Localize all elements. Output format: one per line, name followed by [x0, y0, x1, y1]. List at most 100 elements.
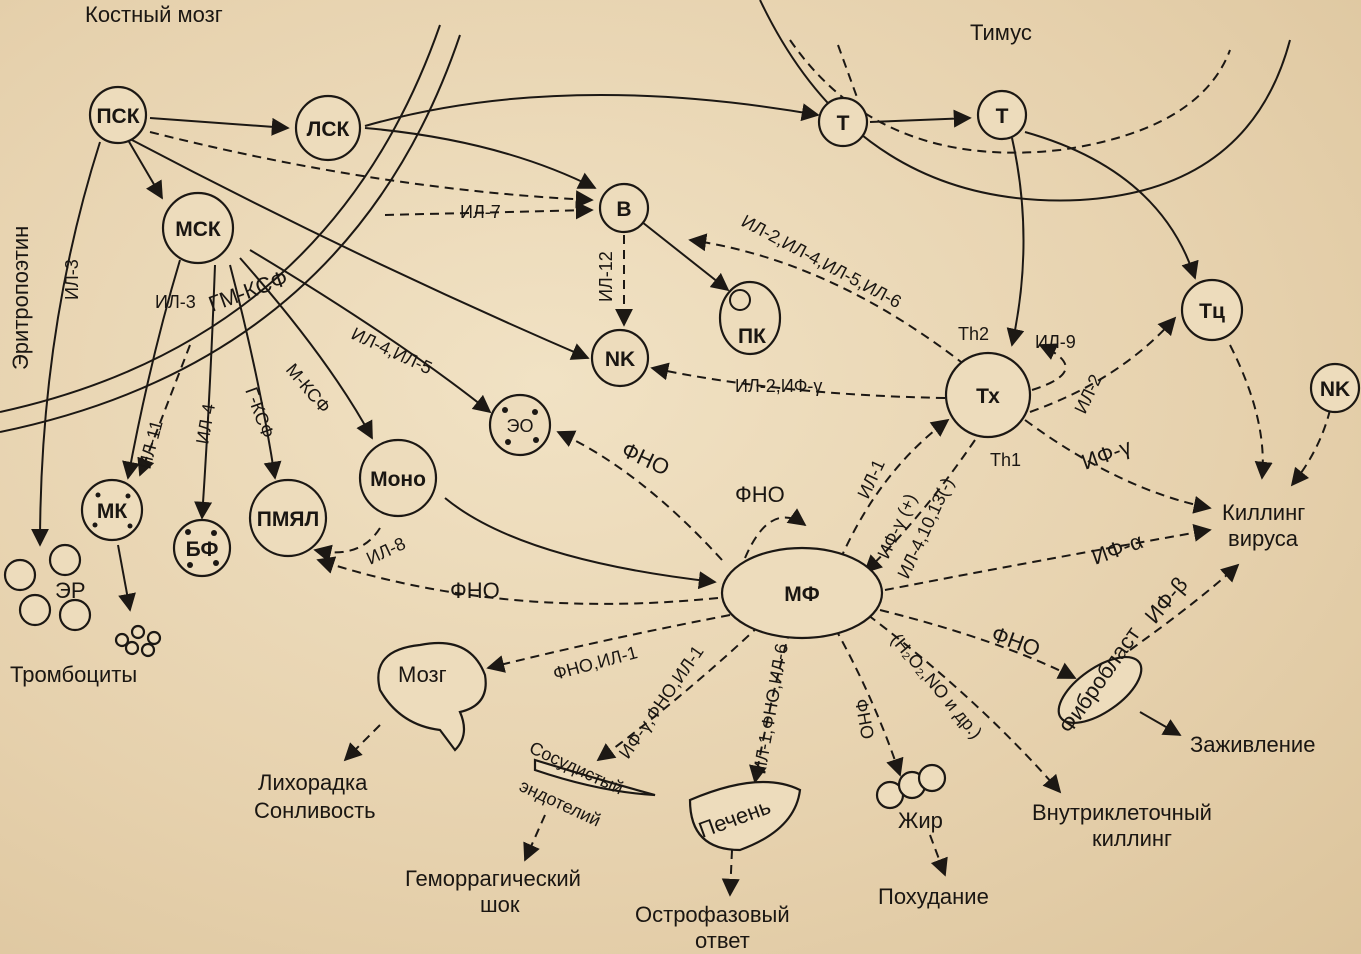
arrow-mf-intra — [867, 614, 1062, 794]
bone-marrow-boundary-inner — [0, 34, 461, 433]
cyt-m-csf: М-КСФ — [282, 360, 335, 417]
arrow-mf-endo — [596, 624, 761, 762]
arrow-fib-heal — [1139, 711, 1182, 736]
cyt-fno-fib: ФНО — [988, 621, 1043, 662]
cell-nk2 — [1309, 362, 1361, 414]
arrow-mono-pmyal — [313, 527, 381, 563]
arrow-gmcsf-dashed — [137, 344, 191, 477]
arrow-msk-mono — [239, 257, 373, 440]
cyt-ifg-kill: ИФ-γ — [1078, 434, 1134, 475]
mk-dot-4 — [127, 523, 133, 529]
cell-tc-label: Тц — [1199, 300, 1225, 323]
arrow-psk-lsk — [149, 117, 290, 136]
cyt-erythropoietin: Эритропоэтин — [8, 226, 33, 370]
platelet-1 — [114, 632, 130, 648]
outcome-shock-2: шок — [480, 892, 520, 917]
cell-tc — [1180, 278, 1244, 342]
cyt-h2o2: (H₂O₂,NO и др.) — [887, 630, 986, 743]
arrow-fib-kill — [1129, 563, 1240, 651]
bone-marrow-label: Костный мозг — [85, 2, 223, 27]
arrow-tx-kill — [1024, 419, 1212, 514]
erythrocyte-1 — [3, 558, 37, 592]
erythrocyte-3 — [18, 593, 52, 627]
liver-shape — [688, 780, 802, 852]
arrow-msk-bf — [194, 264, 216, 520]
outcome-healing: Заживление — [1190, 732, 1315, 757]
cell-psk — [88, 85, 148, 145]
cell-mono — [358, 438, 438, 518]
arrow-fat-loss — [929, 834, 948, 877]
outcome-fever: Лихорадка — [258, 770, 368, 795]
arrow-mono-mf — [444, 497, 717, 590]
eo-granule-3 — [505, 439, 511, 445]
arrow-endo-shock — [523, 814, 546, 862]
arrow-mf-fat — [834, 627, 904, 777]
cyt-fno-fat: ФНО — [851, 697, 878, 741]
arrow-mk-thromb — [117, 544, 136, 612]
outcome-weight-loss: Похудание — [878, 884, 989, 909]
arrow-liver-acute — [721, 849, 740, 897]
arrow-lsk-b — [364, 127, 597, 189]
eo-granule-1 — [502, 407, 508, 413]
eo-granule-2 — [532, 409, 538, 415]
arrow-msk-eo — [249, 249, 492, 414]
arrow-mf-kill-a — [884, 523, 1212, 591]
cell-pk-label: ПК — [738, 325, 766, 348]
arrow-tc-kill — [1229, 344, 1273, 480]
arrow-psk-er — [31, 141, 101, 547]
arrow-mf-eo — [556, 430, 723, 561]
cell-pmyal — [248, 478, 328, 558]
cell-mf — [720, 546, 884, 640]
cell-tx-label: Тх — [976, 385, 1000, 408]
cyt-il3: ИЛ-3 — [155, 292, 196, 312]
fat-cell-3 — [917, 763, 947, 793]
cyt-fno-eo: ФНО — [618, 437, 674, 481]
cell-lsk — [294, 94, 362, 162]
outcome-killing-1: Киллинг — [1222, 500, 1305, 525]
arrow-psk-b — [149, 131, 594, 209]
arrow-mf-brain — [486, 614, 731, 673]
outcome-shock-1: Геморрагический — [405, 866, 581, 891]
brain-shape — [377, 641, 487, 752]
cell-lsk-label: ЛСК — [307, 118, 350, 141]
cyt-il1: ИЛ-1 — [853, 456, 888, 501]
thymus-boundary-inner — [789, 39, 1231, 154]
arrow-il7-b — [384, 201, 594, 220]
cell-mono-label: Моно — [370, 468, 426, 491]
outcome-acute-2: ответ — [695, 928, 750, 953]
outcome-killing-2: вируса — [1228, 526, 1299, 551]
cell-eo-label: ЭО — [507, 416, 534, 436]
cyt-il7: ИЛ-7 — [460, 202, 501, 222]
arrow-msk-mk — [122, 259, 181, 480]
cell-nk1 — [590, 328, 650, 388]
platelet-4 — [124, 640, 140, 656]
cell-b — [598, 182, 650, 234]
cyt-il2-ifg: ИЛ-2,ИФ-γ — [735, 376, 822, 396]
organ-fat-label: Жир — [898, 808, 943, 833]
arrow-msk-pmyal — [229, 264, 282, 480]
cyt-il45: ИЛ-4,ИЛ-5 — [348, 323, 435, 378]
outcome-intracellular-2: киллинг — [1092, 826, 1172, 851]
th2-label: Th2 — [958, 324, 989, 344]
eo-granule-4 — [533, 437, 539, 443]
bf-dot-1 — [185, 529, 191, 535]
cyt-ifb: ИФ-β — [1140, 572, 1193, 628]
cyt-il12: ИЛ-12 — [596, 251, 616, 302]
arrow-brain-fever — [343, 724, 381, 762]
cell-t1 — [817, 96, 869, 148]
arrow-lsk-t — [364, 93, 820, 127]
mk-dot-3 — [92, 522, 98, 528]
arrow-t-tx — [1006, 137, 1025, 347]
th1-label: Th1 — [990, 450, 1021, 470]
cell-msk — [161, 191, 235, 265]
outcome-sleepiness: Сонливость — [254, 798, 376, 823]
platelet-5 — [140, 642, 156, 658]
arrow-tx-nk — [650, 362, 946, 399]
outcome-intracellular-1: Внутриклеточный — [1032, 800, 1212, 825]
bf-dot-2 — [211, 530, 217, 536]
arrow-t-tc — [1024, 131, 1199, 280]
bf-dot-3 — [187, 562, 193, 568]
cell-mf-label: МФ — [784, 583, 819, 606]
arrow-psk-nk — [131, 139, 590, 360]
